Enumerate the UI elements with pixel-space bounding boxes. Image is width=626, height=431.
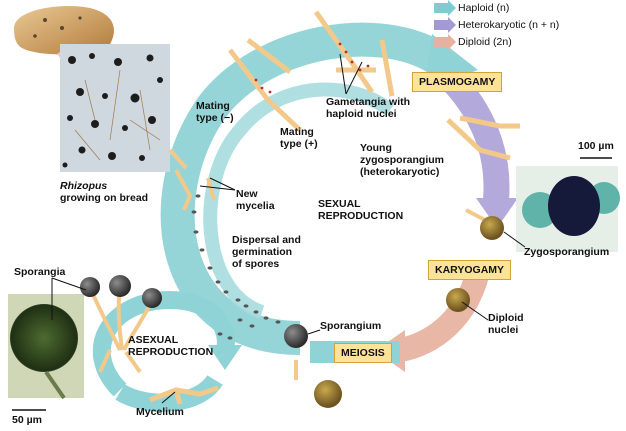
diploid-zygospore bbox=[446, 288, 470, 312]
sporangium bbox=[142, 288, 162, 308]
sporangium-meiosis bbox=[284, 324, 308, 348]
zygosporangium-label: Zygosporangium bbox=[524, 246, 609, 258]
plasmogamy-label: PLASMOGAMY bbox=[412, 72, 502, 92]
sporangium-micrograph bbox=[8, 294, 84, 398]
rhizopus-label: Rhizopus bbox=[60, 180, 107, 192]
mating-type-minus-label: Mating type (−) bbox=[196, 100, 234, 124]
asexual-reproduction-label: ASEXUAL REPRODUCTION bbox=[128, 334, 213, 358]
meiosis-label: MEIOSIS bbox=[334, 343, 392, 363]
scale-100-label: 100 µm bbox=[578, 140, 614, 152]
sporangium-label: Sporangium bbox=[320, 320, 381, 332]
germinating-spore bbox=[314, 380, 342, 408]
bread-caption: growing on bread bbox=[60, 192, 148, 204]
sporangium bbox=[80, 277, 100, 297]
legend-swatches bbox=[434, 0, 456, 50]
sexual-reproduction-label: SEXUAL REPRODUCTION bbox=[318, 198, 403, 222]
dispersal-label: Dispersal and germination of spores bbox=[232, 234, 301, 270]
zygosporangium-body bbox=[480, 216, 504, 240]
rhizopus-micrograph bbox=[60, 44, 170, 172]
legend-heterokaryotic: Heterokaryotic (n + n) bbox=[458, 19, 559, 31]
young-zygosporangium-label: Young zygosporangium (heterokaryotic) bbox=[360, 142, 444, 178]
zygosporangium-micrograph bbox=[516, 166, 620, 252]
gametangia-label: Gametangia with haploid nuclei bbox=[326, 96, 410, 120]
heterokaryotic-arrow bbox=[452, 80, 518, 228]
mating-type-plus-label: Mating type (+) bbox=[280, 126, 318, 150]
sporangium bbox=[109, 275, 131, 297]
diploid-nuclei-label: Diploid nuclei bbox=[488, 312, 524, 336]
legend-haploid: Haploid (n) bbox=[458, 2, 509, 14]
scale-50-label: 50 µm bbox=[12, 414, 42, 426]
mycelium-label: Mycelium bbox=[136, 406, 184, 418]
sporangia-label: Sporangia bbox=[14, 266, 65, 278]
legend-diploid: Diploid (2n) bbox=[458, 36, 512, 48]
new-mycelia-label: New mycelia bbox=[236, 188, 275, 212]
karyogamy-label: KARYOGAMY bbox=[428, 260, 511, 280]
